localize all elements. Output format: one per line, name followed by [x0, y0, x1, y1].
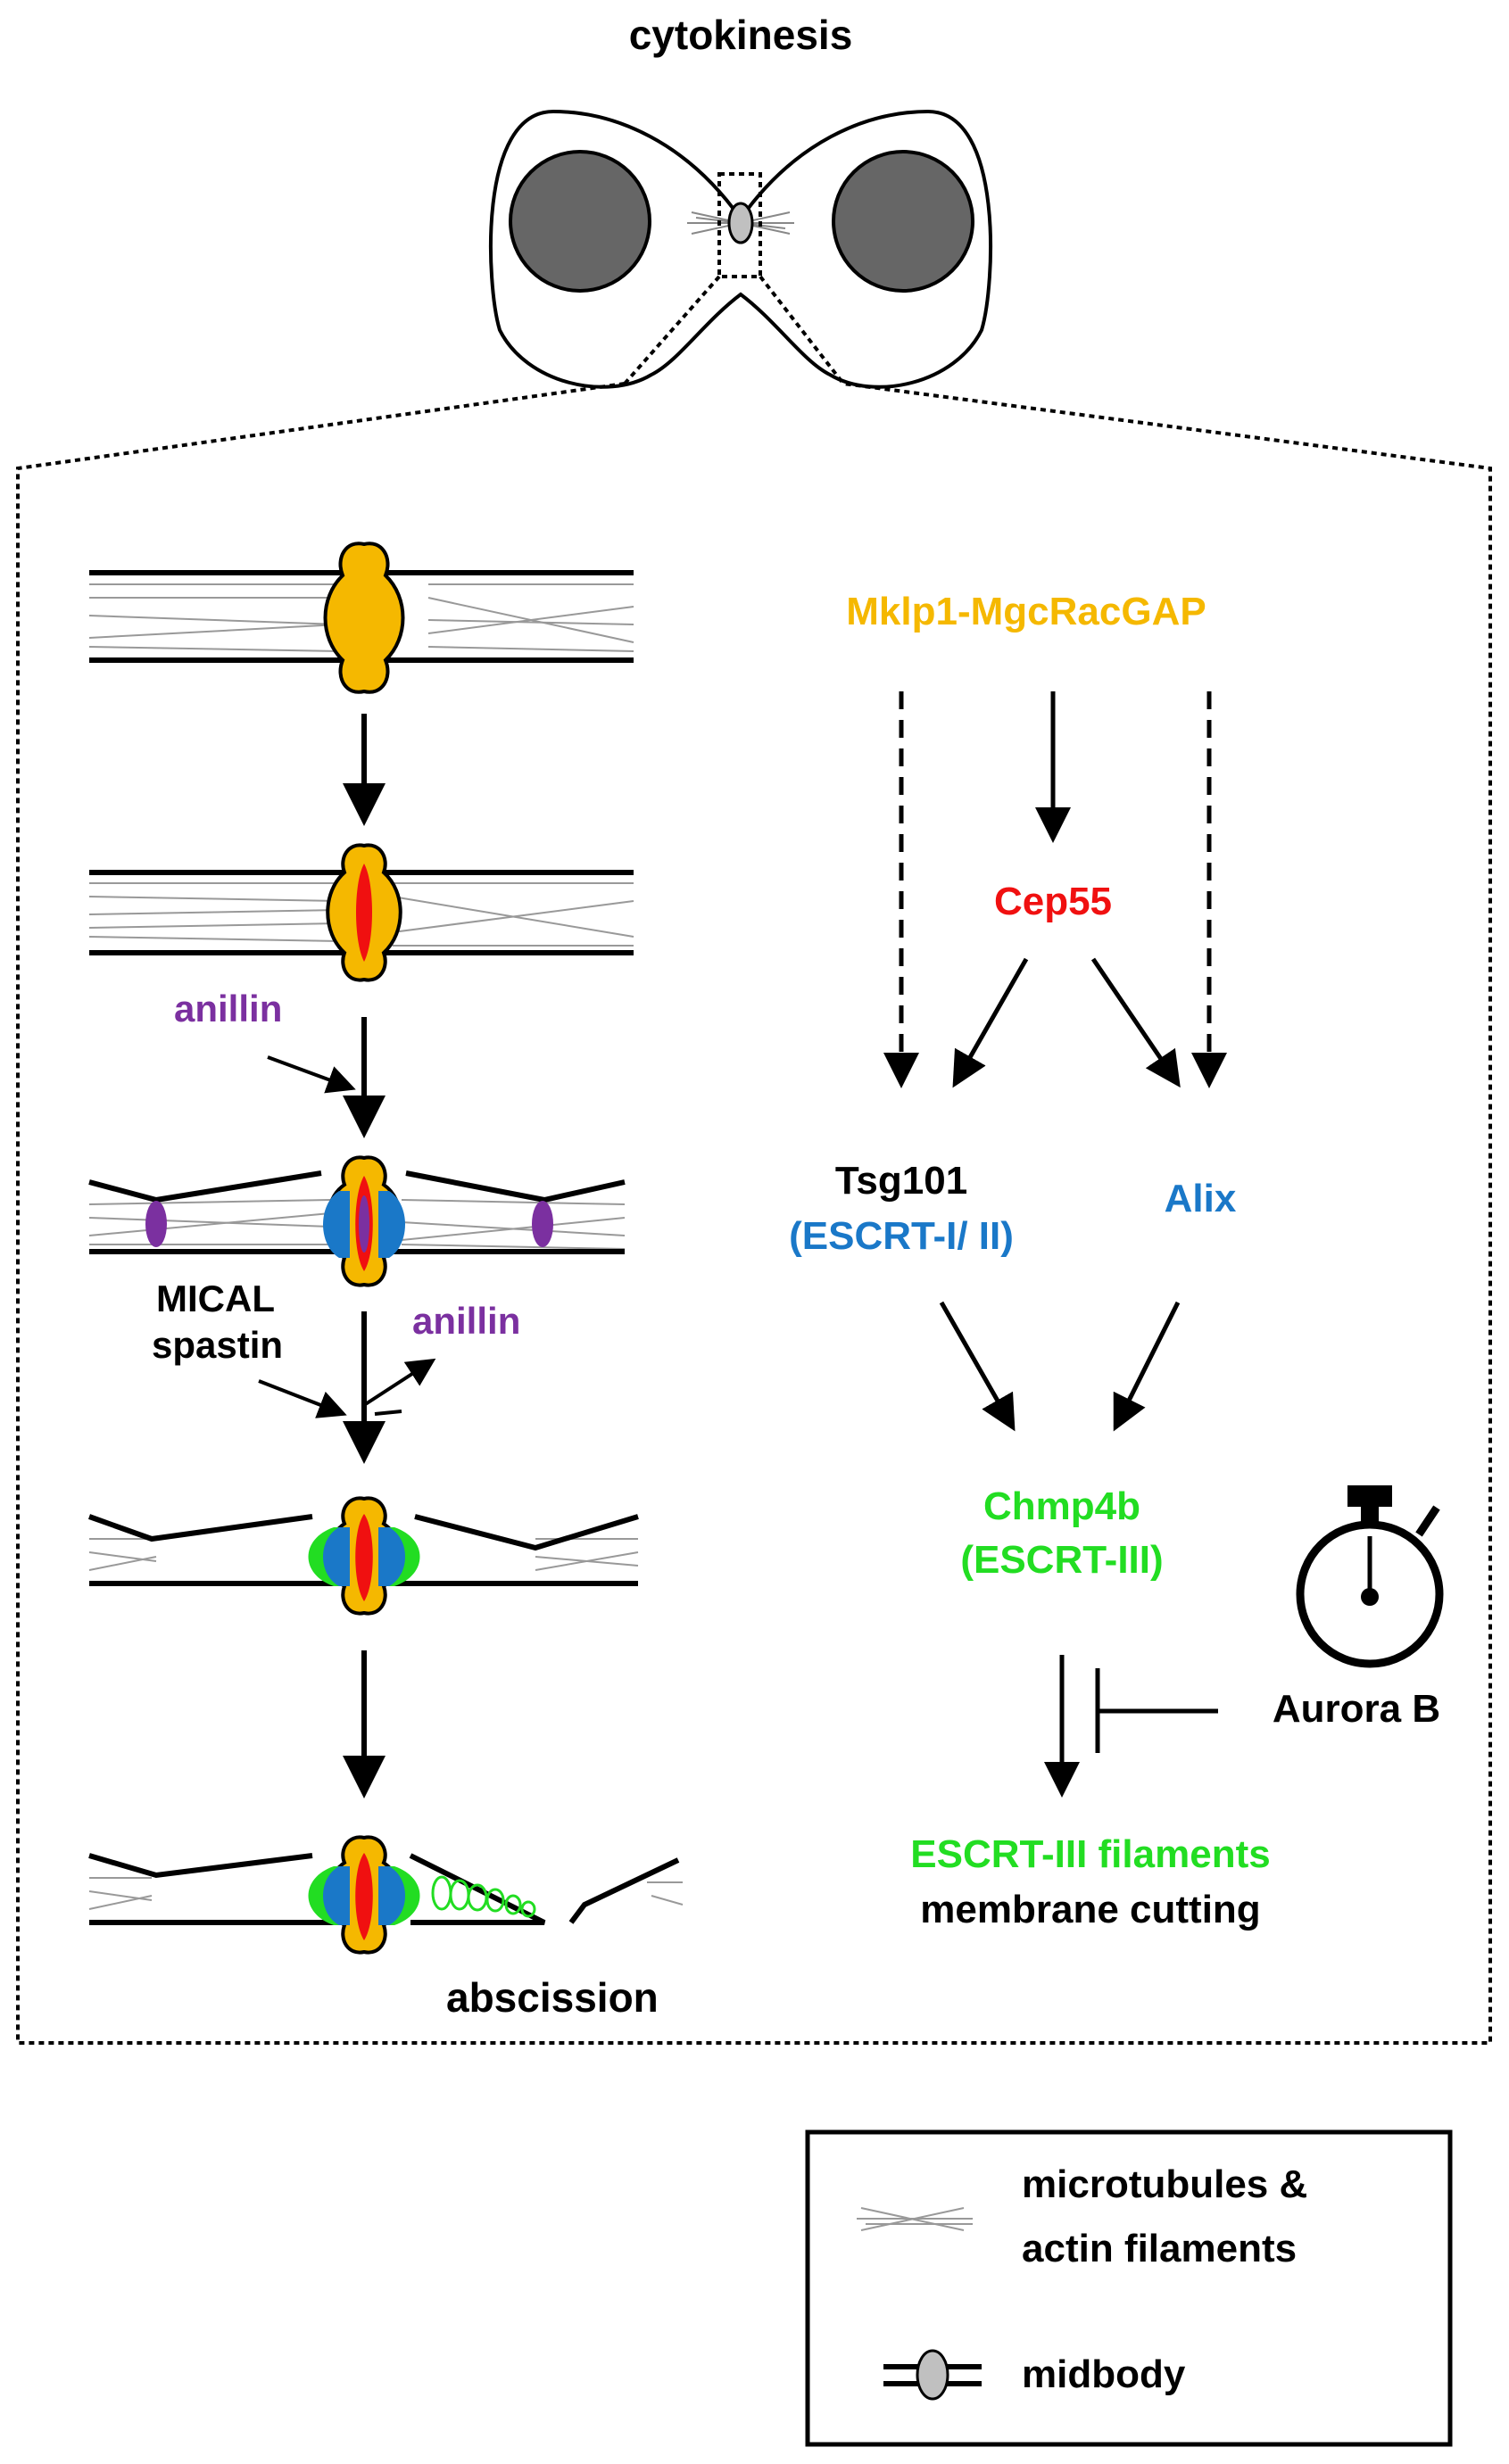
escrt-1-2-label: (ESCRT-I/ II) [789, 1214, 1014, 1258]
mical-label: MICAL [156, 1277, 275, 1319]
nucleus-right [832, 150, 974, 293]
abscission-label: abscission [446, 1974, 659, 2021]
dividing-cell [488, 109, 993, 389]
cep55-label: Cep55 [994, 880, 1112, 923]
aurora-b-label: Aurora B [1273, 1687, 1440, 1731]
anillin-label-top: anillin [174, 988, 282, 1029]
nucleus-left [509, 150, 651, 293]
stage-1 [88, 542, 634, 694]
stopwatch-icon [1296, 1485, 1444, 1668]
stage-4 [87, 1496, 639, 1616]
anillin-label-mid: anillin [412, 1300, 520, 1342]
legend-microtubules-line2: actin filaments [1022, 2227, 1297, 2270]
chmp4b-label: Chmp4b [983, 1484, 1140, 1528]
legend-midbody: midbody [1022, 2352, 1186, 2396]
stage-5 [88, 1835, 684, 1955]
title: cytokinesis [629, 12, 853, 58]
cell-midbody [727, 202, 754, 244]
zoom-box [717, 172, 762, 278]
legend-box [805, 2129, 1453, 2447]
filaments-label: ESCRT-III filaments [910, 1832, 1270, 1876]
mklp1-label: Mklp1-MgcRacGAP [846, 590, 1206, 633]
stage-2 [88, 843, 634, 982]
legend-microtubules-line1: microtubules & [1022, 2162, 1307, 2206]
escrt-3-label: (ESCRT-III) [960, 1538, 1163, 1582]
stage-3 [88, 1155, 626, 1287]
microtubules-legend-icon [857, 2207, 973, 2231]
legend: microtubules & actin filaments midbody [805, 2129, 1453, 2447]
midbody-legend-icon [883, 2349, 982, 2401]
cutting-label: membrane cutting [920, 1888, 1260, 1931]
alix-label: Alix [1165, 1177, 1237, 1220]
spastin-label: spastin [152, 1324, 283, 1366]
tsg101-label: Tsg101 [835, 1159, 967, 1203]
